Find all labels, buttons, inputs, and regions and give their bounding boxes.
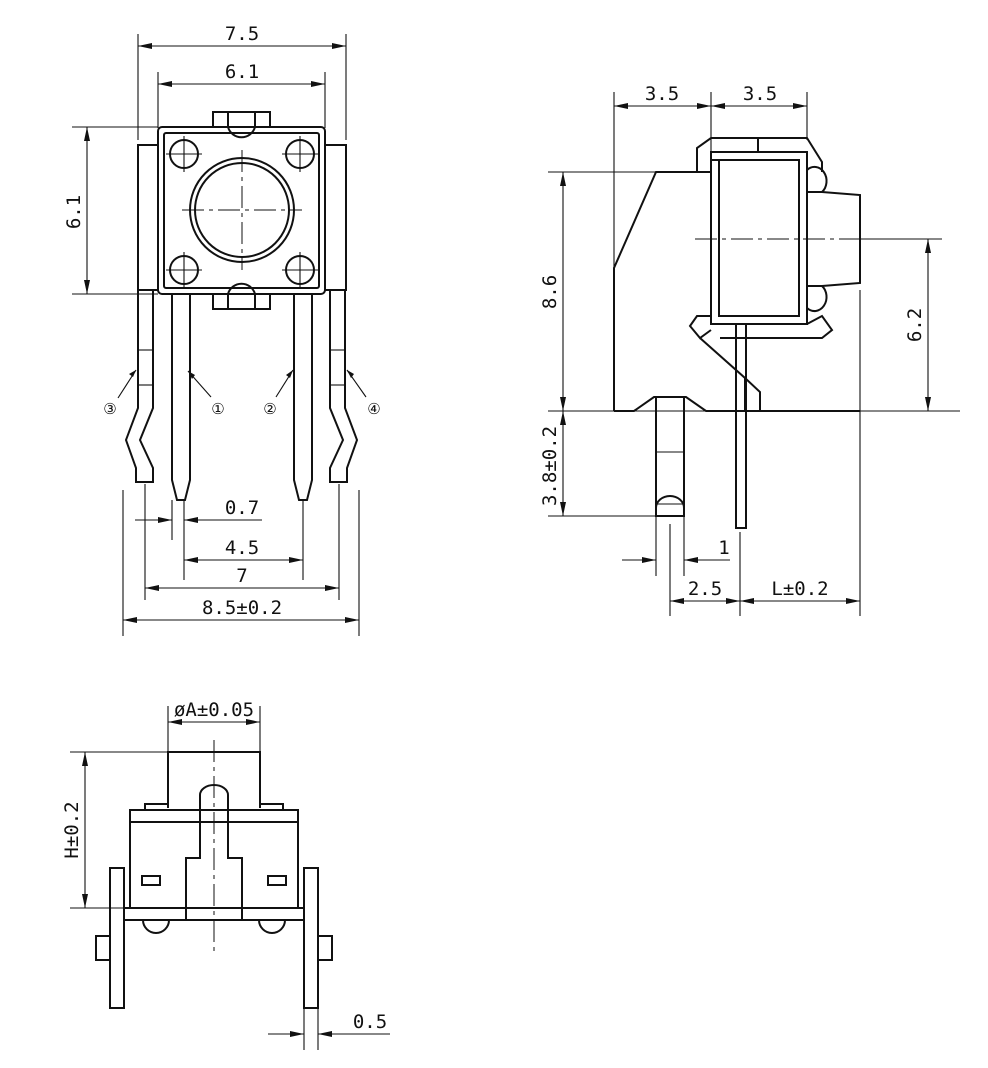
front-view: 7.5 6.1 6.1 xyxy=(63,23,381,636)
bottom-view: øA±0.05 H±0.2 xyxy=(61,699,390,1050)
side-leg xyxy=(655,397,685,517)
actuator-button xyxy=(189,157,295,263)
dim-height: 8.6 xyxy=(539,275,561,309)
corner-hole-tr xyxy=(282,136,318,172)
pin-marker-2: ② xyxy=(263,400,276,418)
dim-leg-pitch: 2.5 xyxy=(688,578,722,600)
dim-overall-width: 7.5 xyxy=(225,23,259,45)
dim-leg-thickness: 0.5 xyxy=(353,1011,387,1033)
pin-1 xyxy=(171,294,191,501)
side-pin xyxy=(735,324,747,529)
dim-total-span: 8.5±0.2 xyxy=(202,597,282,619)
pin-marker-3: ③ xyxy=(103,400,116,418)
corner-hole-tl xyxy=(166,136,202,172)
side-housing xyxy=(613,171,711,411)
pin-4 xyxy=(329,290,359,483)
bottom-leg-right xyxy=(303,867,319,1009)
bottom-leg-left xyxy=(109,867,125,1009)
dim-actuator-diameter: øA±0.05 xyxy=(174,699,254,721)
side-view: 3.5 3.5 8.6 6.2 xyxy=(539,83,960,616)
dim-inner-pitch: 4.5 xyxy=(225,537,259,559)
switch-body-square xyxy=(157,126,326,295)
dim-actuator-length: L±0.2 xyxy=(771,578,828,600)
dim-height: H±0.2 xyxy=(61,801,83,858)
dim-body-height: 6.1 xyxy=(63,195,85,229)
corner-hole-bl xyxy=(166,252,202,288)
dim-body-width: 6.1 xyxy=(225,61,259,83)
side-body xyxy=(710,151,808,325)
dim-leg-length: 3.8±0.2 xyxy=(539,426,561,506)
dim-center-height: 6.2 xyxy=(904,308,926,342)
pin-marker-1: ① xyxy=(211,400,224,418)
pin-3 xyxy=(124,290,154,483)
pin-marker-4: ④ xyxy=(367,400,380,418)
dim-right-half: 3.5 xyxy=(743,83,777,105)
dim-pin-width: 0.7 xyxy=(225,497,259,519)
dim-left-half: 3.5 xyxy=(645,83,679,105)
dim-leg-gap: 1 xyxy=(718,537,729,559)
pin-2 xyxy=(293,294,313,501)
dim-outer-pitch: 7 xyxy=(236,565,247,587)
side-actuator xyxy=(821,191,861,287)
corner-hole-br xyxy=(282,252,318,288)
